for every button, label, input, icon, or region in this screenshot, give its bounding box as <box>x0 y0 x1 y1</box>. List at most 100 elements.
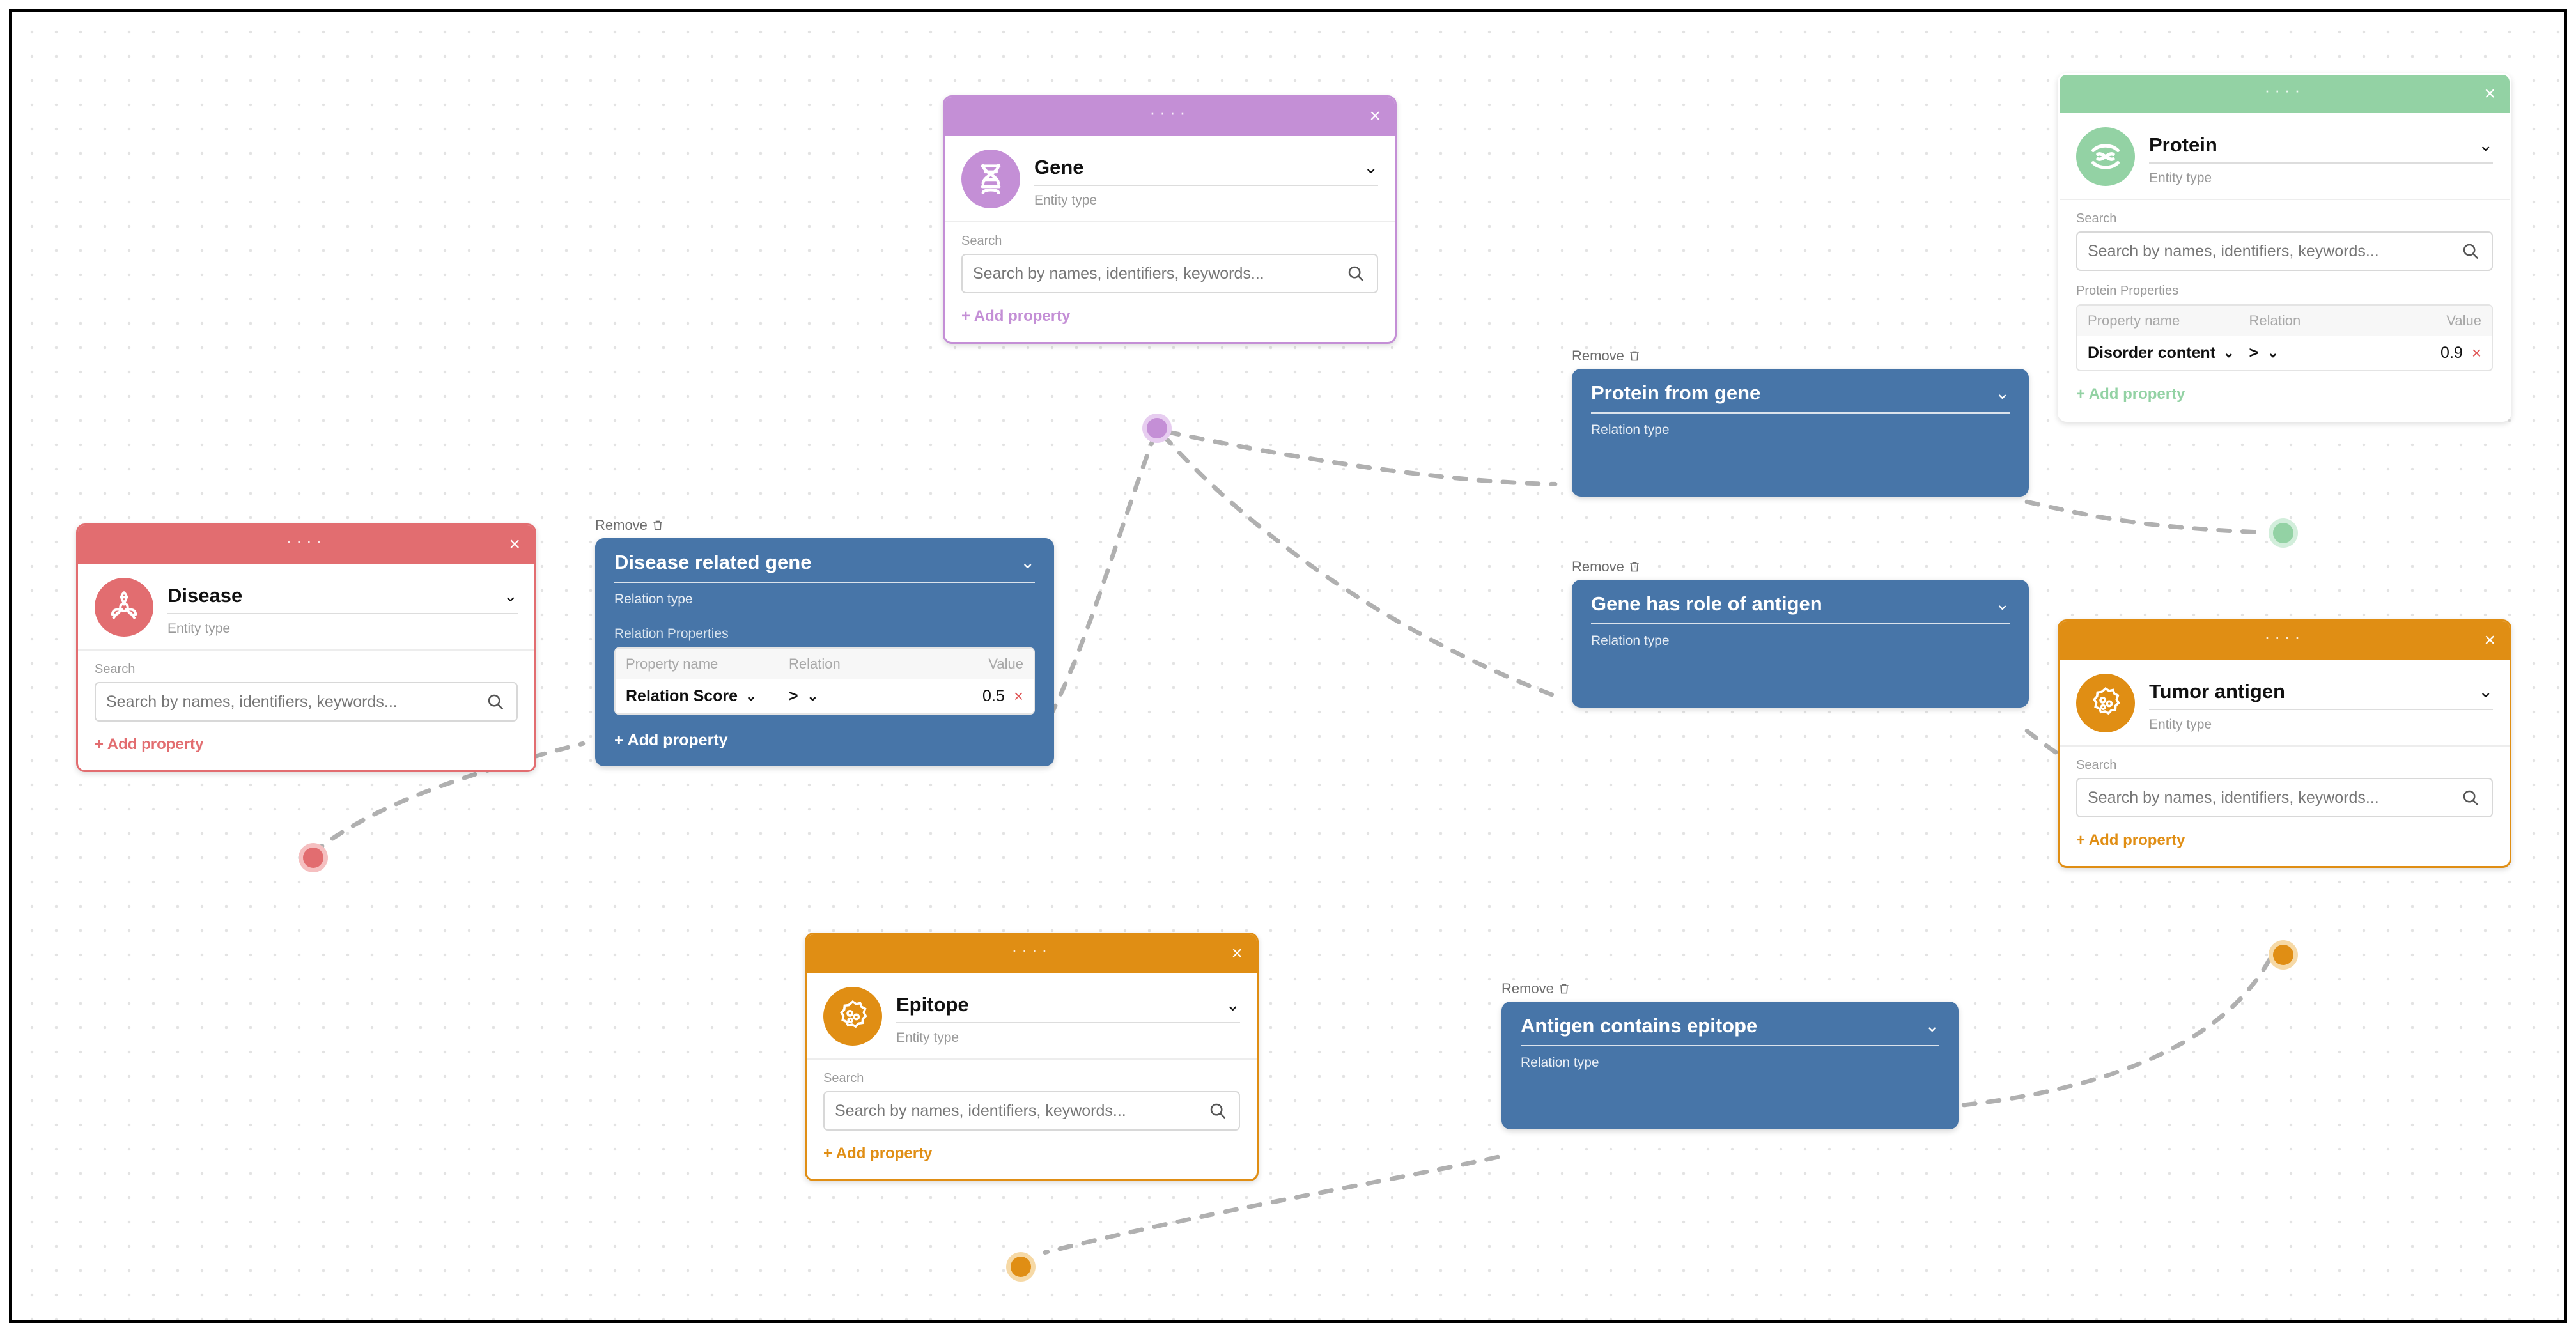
close-icon[interactable]: × <box>1231 943 1243 964</box>
remove-relation-button[interactable]: Remove <box>1572 559 2029 575</box>
relation-card[interactable]: Disease related gene ⌄ Relation type Rel… <box>595 538 1054 766</box>
edge-relation-to-gene <box>1036 436 1156 740</box>
add-property-button-protein[interactable]: + Add property <box>2076 385 2185 403</box>
node-protein[interactable]: ···· × Protein ⌄ Entity type <box>2058 73 2511 422</box>
trash-icon[interactable] <box>1558 982 1571 996</box>
chevron-down-icon[interactable]: ⌄ <box>503 585 518 605</box>
relation-properties-label: Relation Properties <box>614 626 729 641</box>
search-icon[interactable] <box>2461 242 2480 261</box>
search-input[interactable]: Search by names, identifiers, keywords..… <box>2076 231 2493 271</box>
node-header-protein[interactable]: ···· × <box>2060 75 2510 113</box>
antigen-cell-icon <box>823 987 882 1046</box>
add-property-button-epitope[interactable]: + Add property <box>823 1145 933 1162</box>
relation-card[interactable]: Antigen contains epitope ⌄ Relation type <box>1501 1002 1959 1129</box>
col-property-name: Property name <box>2088 313 2180 329</box>
edge-gene-to-antigen-relation <box>1160 433 1558 699</box>
search-icon[interactable] <box>2461 788 2480 807</box>
property-name-cell[interactable]: Relation Score ⌄ <box>626 687 789 706</box>
node-epitope[interactable]: ···· × Epitope ⌄ Entity type <box>805 933 1259 1181</box>
remove-relation-button[interactable]: Remove <box>1572 348 2029 364</box>
search-input[interactable]: Search by names, identifiers, keywords..… <box>95 682 518 722</box>
node-gene[interactable]: ···· × Gene ⌄ Entity t <box>943 95 1397 344</box>
node-tumor-antigen[interactable]: ···· × Tumor antigen ⌄ Entity type <box>2058 619 2511 868</box>
relation-card[interactable]: Gene has role of antigen ⌄ Relation type <box>1572 580 2029 708</box>
property-value: 0.9 <box>2440 344 2463 362</box>
remove-property-icon[interactable]: × <box>1013 686 1023 706</box>
table-row[interactable]: Disorder content ⌄ > ⌄ 0.9 × <box>2077 336 2492 370</box>
add-property-button-relation[interactable]: + Add property <box>614 731 728 749</box>
search-icon[interactable] <box>1208 1101 1227 1120</box>
node-body-tumor-antigen: Search Search by names, identifiers, key… <box>2060 747 2510 866</box>
relation-protein-from-gene[interactable]: Remove Protein from gene ⌄ Relation type <box>1572 348 2029 497</box>
close-icon[interactable]: × <box>2484 630 2495 651</box>
edge-gene-to-protein-relation <box>1165 430 1558 486</box>
drag-grip-icon[interactable]: ···· <box>2264 627 2305 646</box>
property-value-cell[interactable]: 0.9 × <box>2379 343 2481 363</box>
close-icon[interactable]: × <box>2484 83 2495 104</box>
search-placeholder: Search by names, identifiers, keywords..… <box>106 692 398 711</box>
add-property-button-tumor-antigen[interactable]: + Add property <box>2076 832 2185 849</box>
trash-icon[interactable] <box>1628 349 1641 363</box>
property-relation-cell[interactable]: > ⌄ <box>789 687 920 706</box>
col-relation: Relation <box>789 656 841 672</box>
remove-relation-button[interactable]: Remove <box>595 517 1054 534</box>
graph-canvas[interactable]: ···· × Disease ⌄ Entit <box>9 9 2567 1323</box>
search-input[interactable]: Search by names, identifiers, keywords..… <box>961 254 1378 293</box>
property-name-cell[interactable]: Disorder content ⌄ <box>2088 344 2249 362</box>
node-identity-tumor-antigen: Tumor antigen ⌄ Entity type <box>2060 660 2510 745</box>
chevron-down-icon[interactable]: ⌄ <box>2478 135 2493 155</box>
node-header-tumor-antigen[interactable]: ···· × <box>2060 621 2510 660</box>
chevron-down-icon[interactable]: ⌄ <box>1225 995 1240 1014</box>
table-row[interactable]: Relation Score ⌄ > ⌄ 0.5 × <box>616 679 1034 713</box>
connection-handle-protein[interactable] <box>2269 518 2298 548</box>
connection-handle-gene[interactable] <box>1142 414 1172 443</box>
chevron-down-icon[interactable]: ⌄ <box>1925 1016 1939 1035</box>
chevron-down-icon[interactable]: ⌄ <box>807 689 819 704</box>
chevron-down-icon[interactable]: ⌄ <box>1995 383 2010 403</box>
add-property-button-disease[interactable]: + Add property <box>95 736 204 753</box>
node-disease[interactable]: ···· × Disease ⌄ Entit <box>76 523 536 772</box>
chevron-down-icon[interactable]: ⌄ <box>2223 346 2235 360</box>
relation-antigen-contains-epitope[interactable]: Remove Antigen contains epitope ⌄ Relati… <box>1501 980 1959 1129</box>
relation-card[interactable]: Protein from gene ⌄ Relation type <box>1572 369 2029 497</box>
add-property-button-gene[interactable]: + Add property <box>961 307 1071 325</box>
property-relation-cell[interactable]: > ⌄ <box>2249 344 2379 362</box>
chevron-down-icon[interactable]: ⌄ <box>1995 594 2010 614</box>
drag-grip-icon[interactable]: ···· <box>1011 940 1052 959</box>
trash-icon[interactable] <box>1628 560 1641 574</box>
connection-handle-tumor-antigen[interactable] <box>2269 940 2298 970</box>
chevron-down-icon[interactable]: ⌄ <box>2478 681 2493 701</box>
trash-icon[interactable] <box>651 518 664 532</box>
search-input[interactable]: Search by names, identifiers, keywords..… <box>823 1091 1240 1131</box>
drag-grip-icon[interactable]: ···· <box>2264 81 2305 100</box>
property-value-cell[interactable]: 0.5 × <box>920 686 1023 706</box>
node-header-gene[interactable]: ···· × <box>945 97 1395 136</box>
chevron-down-icon[interactable]: ⌄ <box>2267 346 2279 360</box>
drag-grip-icon[interactable]: ···· <box>286 531 327 550</box>
property-name-value: Disorder content <box>2088 344 2216 362</box>
close-icon[interactable]: × <box>509 534 520 555</box>
drag-grip-icon[interactable]: ···· <box>1149 103 1190 122</box>
connection-handle-epitope[interactable] <box>1006 1252 1036 1282</box>
close-icon[interactable]: × <box>1369 105 1381 127</box>
connection-handle-disease[interactable] <box>299 843 328 872</box>
search-icon[interactable] <box>1346 264 1365 283</box>
chevron-down-icon[interactable]: ⌄ <box>1363 157 1378 177</box>
divider <box>2060 745 2510 747</box>
antigen-cell-icon <box>2076 674 2135 732</box>
chevron-down-icon[interactable]: ⌄ <box>1020 552 1035 572</box>
relation-gene-has-role-of-antigen[interactable]: Remove Gene has role of antigen ⌄ Relati… <box>1572 559 2029 708</box>
relation-disease-related-gene[interactable]: Remove Disease related gene ⌄ Relation t… <box>595 517 1054 766</box>
node-header-epitope[interactable]: ···· × <box>807 934 1257 973</box>
search-input[interactable]: Search by names, identifiers, keywords..… <box>2076 778 2493 817</box>
relation-title-row: Disease related gene ⌄ <box>614 551 1035 583</box>
search-icon[interactable] <box>486 692 505 711</box>
remove-relation-button[interactable]: Remove <box>1501 980 1959 997</box>
entity-type-label: Entity type <box>167 621 231 636</box>
node-header-disease[interactable]: ···· × <box>78 525 534 564</box>
node-body-gene: Search Search by names, identifiers, key… <box>945 222 1395 342</box>
remove-property-icon[interactable]: × <box>2471 343 2481 362</box>
node-identity-gene: Gene ⌄ Entity type <box>945 136 1395 221</box>
property-value: 0.5 <box>982 687 1005 705</box>
chevron-down-icon[interactable]: ⌄ <box>745 689 757 704</box>
